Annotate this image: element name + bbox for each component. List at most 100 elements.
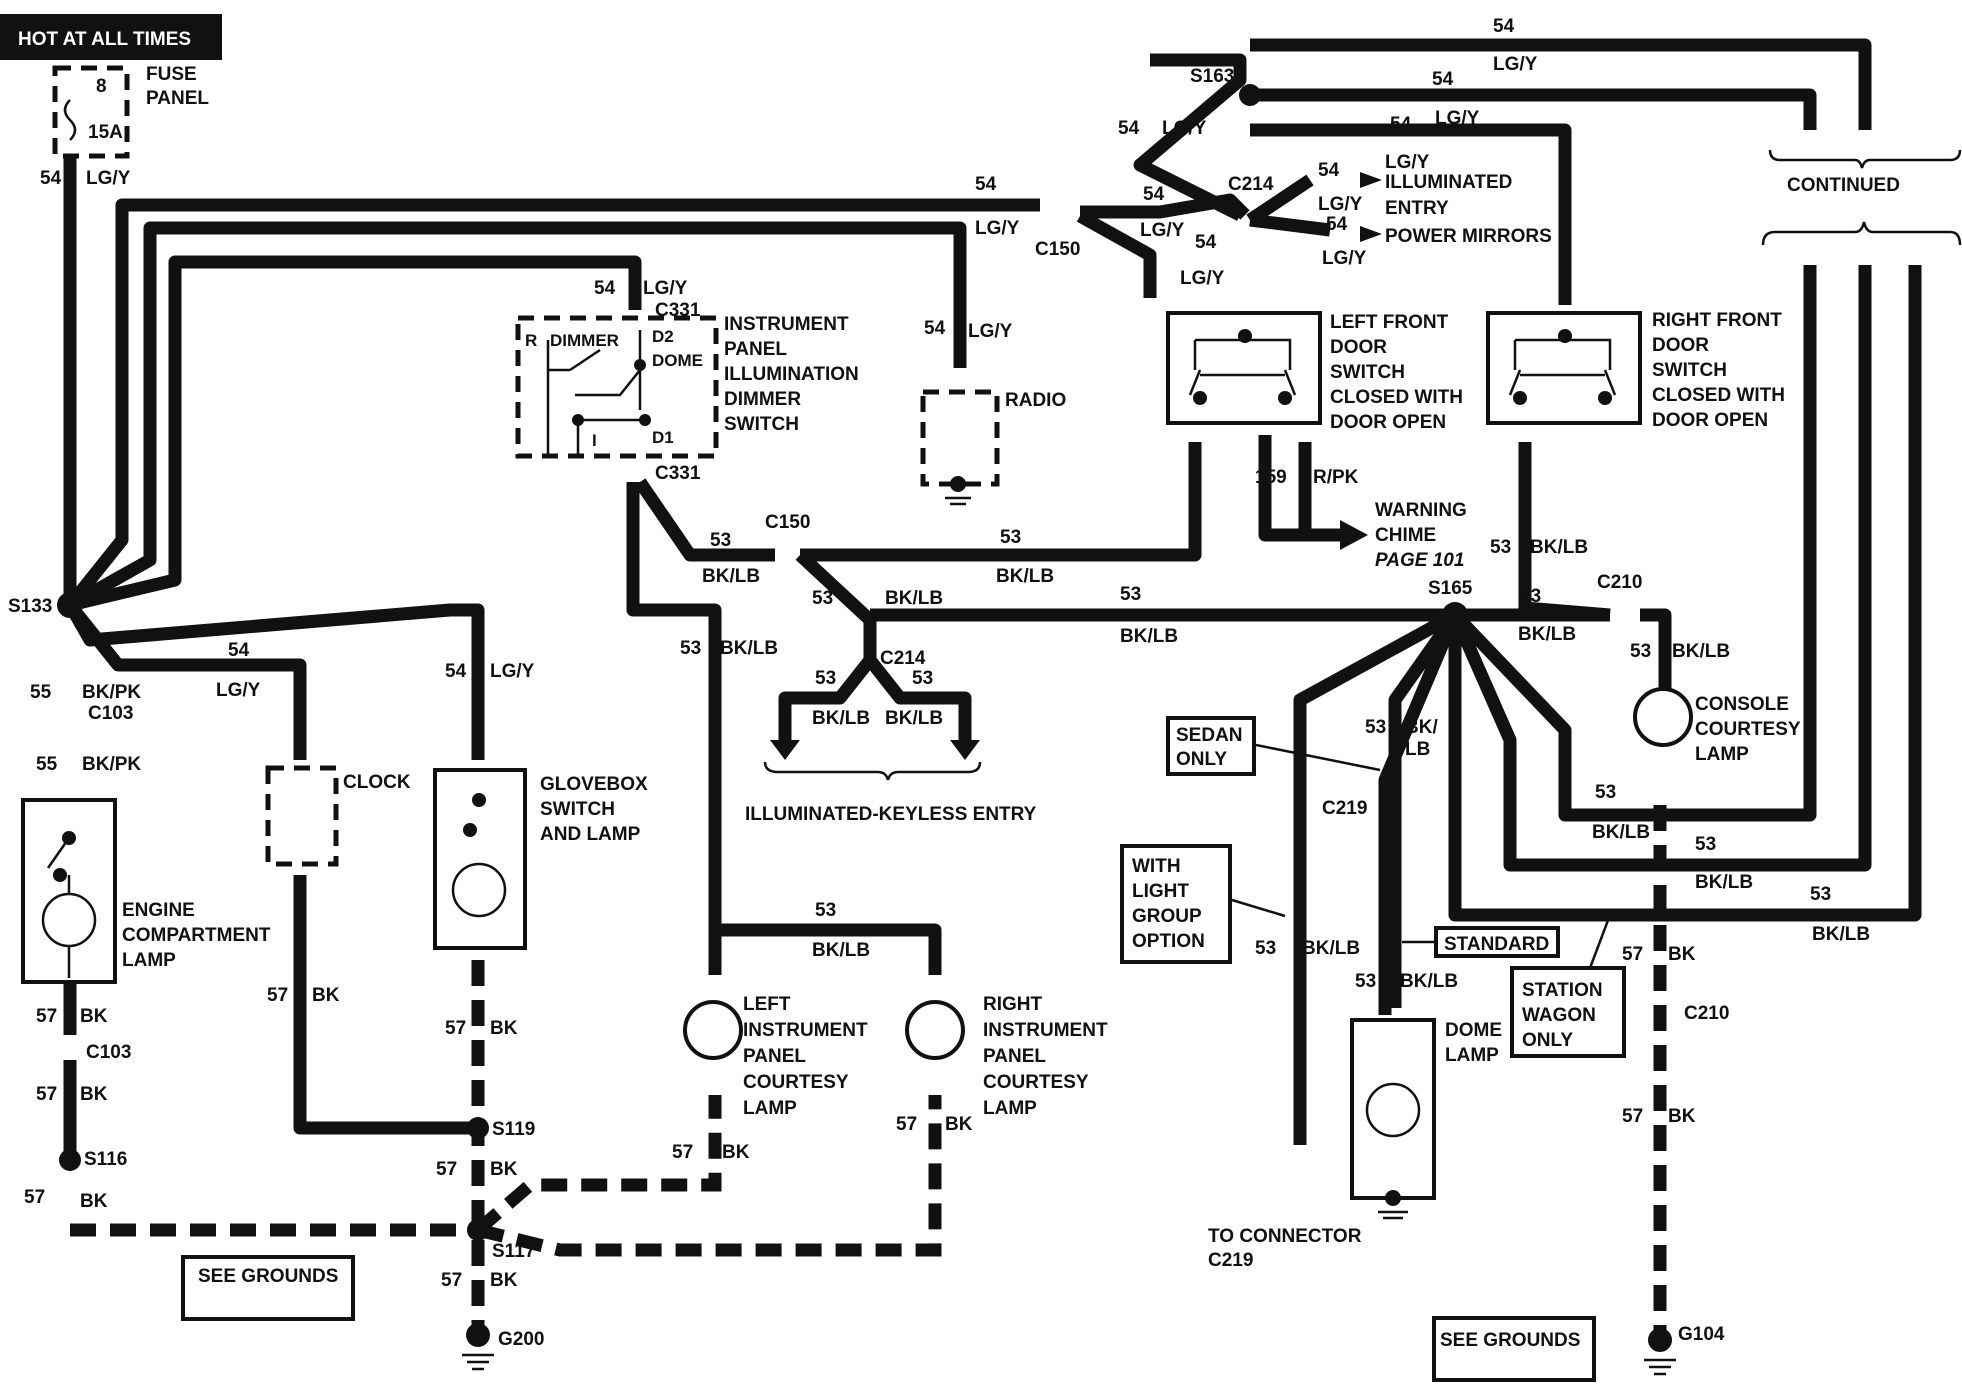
engine-lamp-label: ENGINE [122,900,195,921]
label-c103: C103 [86,1042,131,1063]
svg-text:54: 54 [1493,16,1515,37]
dimmer-switch-schematic [546,330,642,456]
left-ip-lamp-icon [683,1000,743,1060]
svg-text:53: 53 [1630,641,1651,662]
svg-text:55: 55 [36,754,58,775]
svg-text:D1: D1 [652,428,674,447]
station-wagon-only-box [1510,966,1626,1058]
svg-text:BK/LB: BK/LB [885,708,943,729]
svg-text:53: 53 [680,638,701,659]
svg-text:54: 54 [445,661,467,682]
svg-text:54: 54 [594,278,616,299]
fuse-number: 8 [96,76,107,97]
svg-text:53: 53 [912,668,933,689]
svg-text:LAMP: LAMP [743,1098,797,1119]
console-lamp-label: CONSOLE [1695,694,1789,715]
svg-text:PAGE 101: PAGE 101 [1375,550,1464,571]
svg-text:BK/LB: BK/LB [702,566,760,587]
svg-text:53: 53 [1695,834,1716,855]
splice-s165 [1442,602,1468,628]
continued-label: CONTINUED [1787,175,1900,196]
svg-text:BK/PK: BK/PK [82,754,141,775]
dome-lamp-box [1350,1018,1436,1200]
svg-text:57: 57 [267,985,288,1006]
svg-text:BK: BK [80,1191,108,1212]
svg-text:DOOR: DOOR [1652,335,1709,356]
label-s117: S117 [492,1241,535,1262]
fuse-rating: 15A [88,122,123,143]
svg-text:D2: D2 [652,327,674,346]
label-c150: C150 [765,512,810,533]
warning-chime-wire [1298,442,1345,542]
svg-text:DOOR OPEN: DOOR OPEN [1330,412,1446,433]
label-c214: C214 [880,648,926,669]
label-c150: C150 [1035,239,1080,260]
svg-text:57: 57 [36,1084,57,1105]
label-s165: S165 [1428,578,1473,599]
splice-s117 [467,1219,489,1241]
svg-text:BK: BK [80,1006,108,1027]
svg-text:AND LAMP: AND LAMP [540,824,641,845]
svg-text:54: 54 [1195,232,1217,253]
svg-text:BK/LB: BK/LB [1530,537,1588,558]
power-mirrors-label: POWER MIRRORS [1385,226,1552,247]
label-g104: G104 [1678,1324,1725,1345]
label-s116: S116 [84,1149,127,1170]
svg-text:BK: BK [490,1159,518,1180]
see-grounds-label: SEE GROUNDS [1440,1330,1580,1351]
splice-s116 [59,1149,81,1171]
svg-text:LG/Y: LG/Y [1162,118,1207,139]
svg-text:54: 54 [40,168,62,189]
label-c210: C210 [1597,572,1642,593]
svg-text:WITH: WITH [1132,856,1181,877]
left-door-label: LEFT FRONT [1330,312,1449,333]
svg-text:CHIME: CHIME [1375,525,1436,546]
arrow-right-icon [1360,172,1382,242]
svg-text:LG/Y: LG/Y [975,218,1020,239]
svg-text:57: 57 [1622,1106,1643,1127]
svg-text:BK/LB: BK/LB [1695,872,1753,893]
svg-text:BK/LB: BK/LB [1120,626,1178,647]
svg-text:LG/Y: LG/Y [1140,220,1185,241]
svg-text:SWITCH: SWITCH [540,799,615,820]
svg-text:COURTESY: COURTESY [743,1072,849,1093]
svg-text:BK: BK [490,1270,518,1291]
svg-text:BK: BK [80,1084,108,1105]
svg-text:53: 53 [1520,586,1541,607]
dome-lamp-label: DOME [1445,1020,1502,1041]
svg-text:BK/: BK/ [1405,717,1438,738]
svg-text:ONLY: ONLY [1176,749,1227,770]
svg-text:53: 53 [1810,884,1831,905]
svg-text:53: 53 [815,900,836,921]
sedan-only-box [1166,716,1256,776]
svg-text:53: 53 [1595,782,1616,803]
dimmer-label: INSTRUMENT [724,314,849,335]
to-connector-label: TO CONNECTOR [1208,1226,1362,1247]
ground-symbol-icon [1378,1210,1408,1220]
svg-text:57: 57 [445,1018,466,1039]
svg-text:ENTRY: ENTRY [1385,198,1449,219]
svg-text:CLOSED WITH: CLOSED WITH [1330,387,1463,408]
svg-text:LG/Y: LG/Y [1318,194,1363,215]
svg-text:SEDAN: SEDAN [1176,725,1243,746]
label-c210: C210 [1684,1003,1729,1024]
see-grounds-box [181,1255,355,1321]
see-grounds-label: SEE GROUNDS [198,1266,338,1287]
svg-text:54: 54 [1118,118,1140,139]
svg-text:LG/Y: LG/Y [216,680,261,701]
svg-text:SWITCH: SWITCH [1652,360,1727,381]
radio-label: RADIO [1005,390,1066,411]
svg-text:BK: BK [945,1114,973,1135]
ground-g200 [466,1323,490,1347]
svg-text:BK/LB: BK/LB [1400,971,1458,992]
fuse-label: FUSE [146,64,197,85]
svg-text:53: 53 [1120,584,1141,605]
console-lamp-icon [1633,687,1693,747]
right-ip-lamp-label: RIGHT [983,994,1043,1015]
lamp-bulb-icon [1365,1082,1421,1138]
svg-text:LG/Y: LG/Y [1493,54,1538,75]
svg-text:BK/PK: BK/PK [82,682,141,703]
see-grounds-box [1432,1316,1596,1382]
svg-text:BK/LB: BK/LB [812,708,870,729]
splice-s119 [467,1117,489,1139]
